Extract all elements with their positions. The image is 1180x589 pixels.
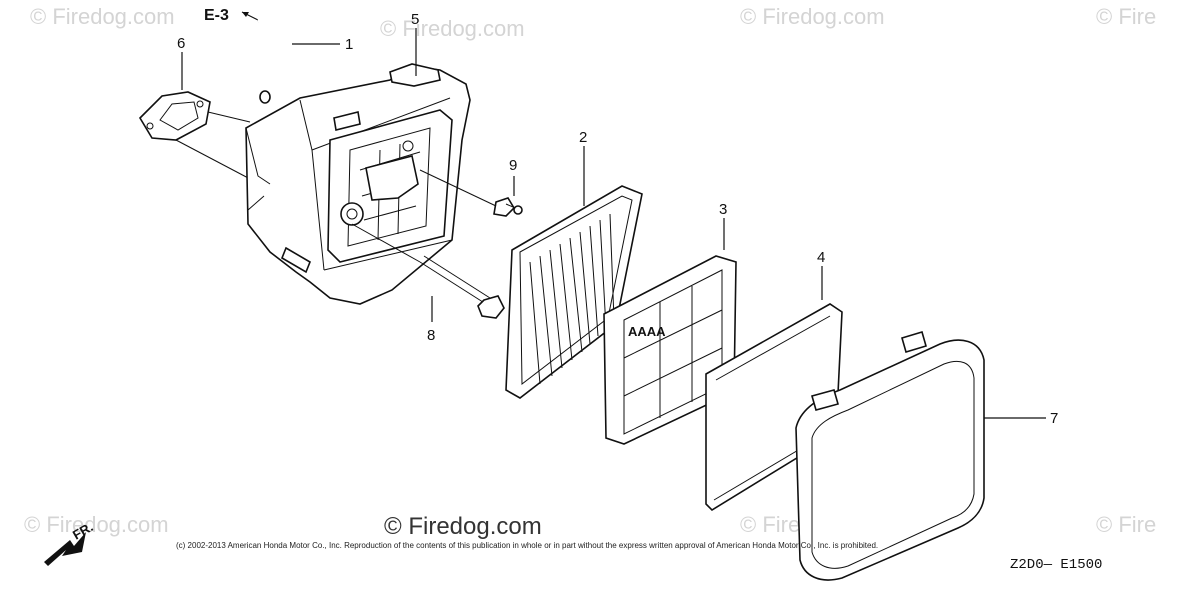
- callout-1: 1: [345, 36, 353, 53]
- callout-8: 8: [427, 327, 435, 344]
- part-filter-element: [505, 185, 643, 399]
- watermark-center: © Firedog.com: [384, 513, 542, 540]
- part-cover: [795, 331, 985, 581]
- callout-6: 6: [177, 35, 185, 52]
- part-bolt-long: [419, 255, 505, 319]
- part-gasket: [138, 91, 211, 141]
- callout-9: 9: [509, 157, 517, 174]
- callout-3: 3: [719, 201, 727, 218]
- reference-arrow-head: [242, 12, 249, 17]
- callout-2: 2: [579, 129, 587, 146]
- bolt8-guide: [351, 223, 421, 263]
- watermark-bottom-left: © Firedog.com: [24, 512, 169, 537]
- part-air-cleaner-case: [245, 63, 471, 305]
- watermark-top-left: © Firedog.com: [30, 4, 175, 29]
- gasket-guide-2: [175, 139, 253, 181]
- bolt9-guide: [419, 169, 497, 207]
- front-direction-arrow: [44, 532, 86, 566]
- callout-4: 4: [817, 249, 825, 266]
- copyright-notice: (c) 2002-2013 American Honda Motor Co., …: [176, 541, 878, 550]
- gasket-guide-1: [207, 111, 251, 123]
- watermark-bottom-edge: © Fire: [1096, 512, 1156, 537]
- watermark-top-right: © Firedog.com: [740, 4, 885, 29]
- part-foam-filter: [705, 303, 843, 512]
- callout-5: 5: [411, 11, 419, 28]
- part-bolt-short: [493, 197, 523, 217]
- watermark-top-center: © Firedog.com: [380, 16, 525, 41]
- diagram-code: Z2D0— E1500: [1010, 557, 1102, 573]
- reference-label: E-3: [204, 7, 229, 24]
- filter-frame-mark: AAAA: [628, 324, 666, 339]
- part-breather-tube: [233, 18, 293, 104]
- callout-7: 7: [1050, 410, 1058, 427]
- watermark-top-edge: © Fire: [1096, 4, 1156, 29]
